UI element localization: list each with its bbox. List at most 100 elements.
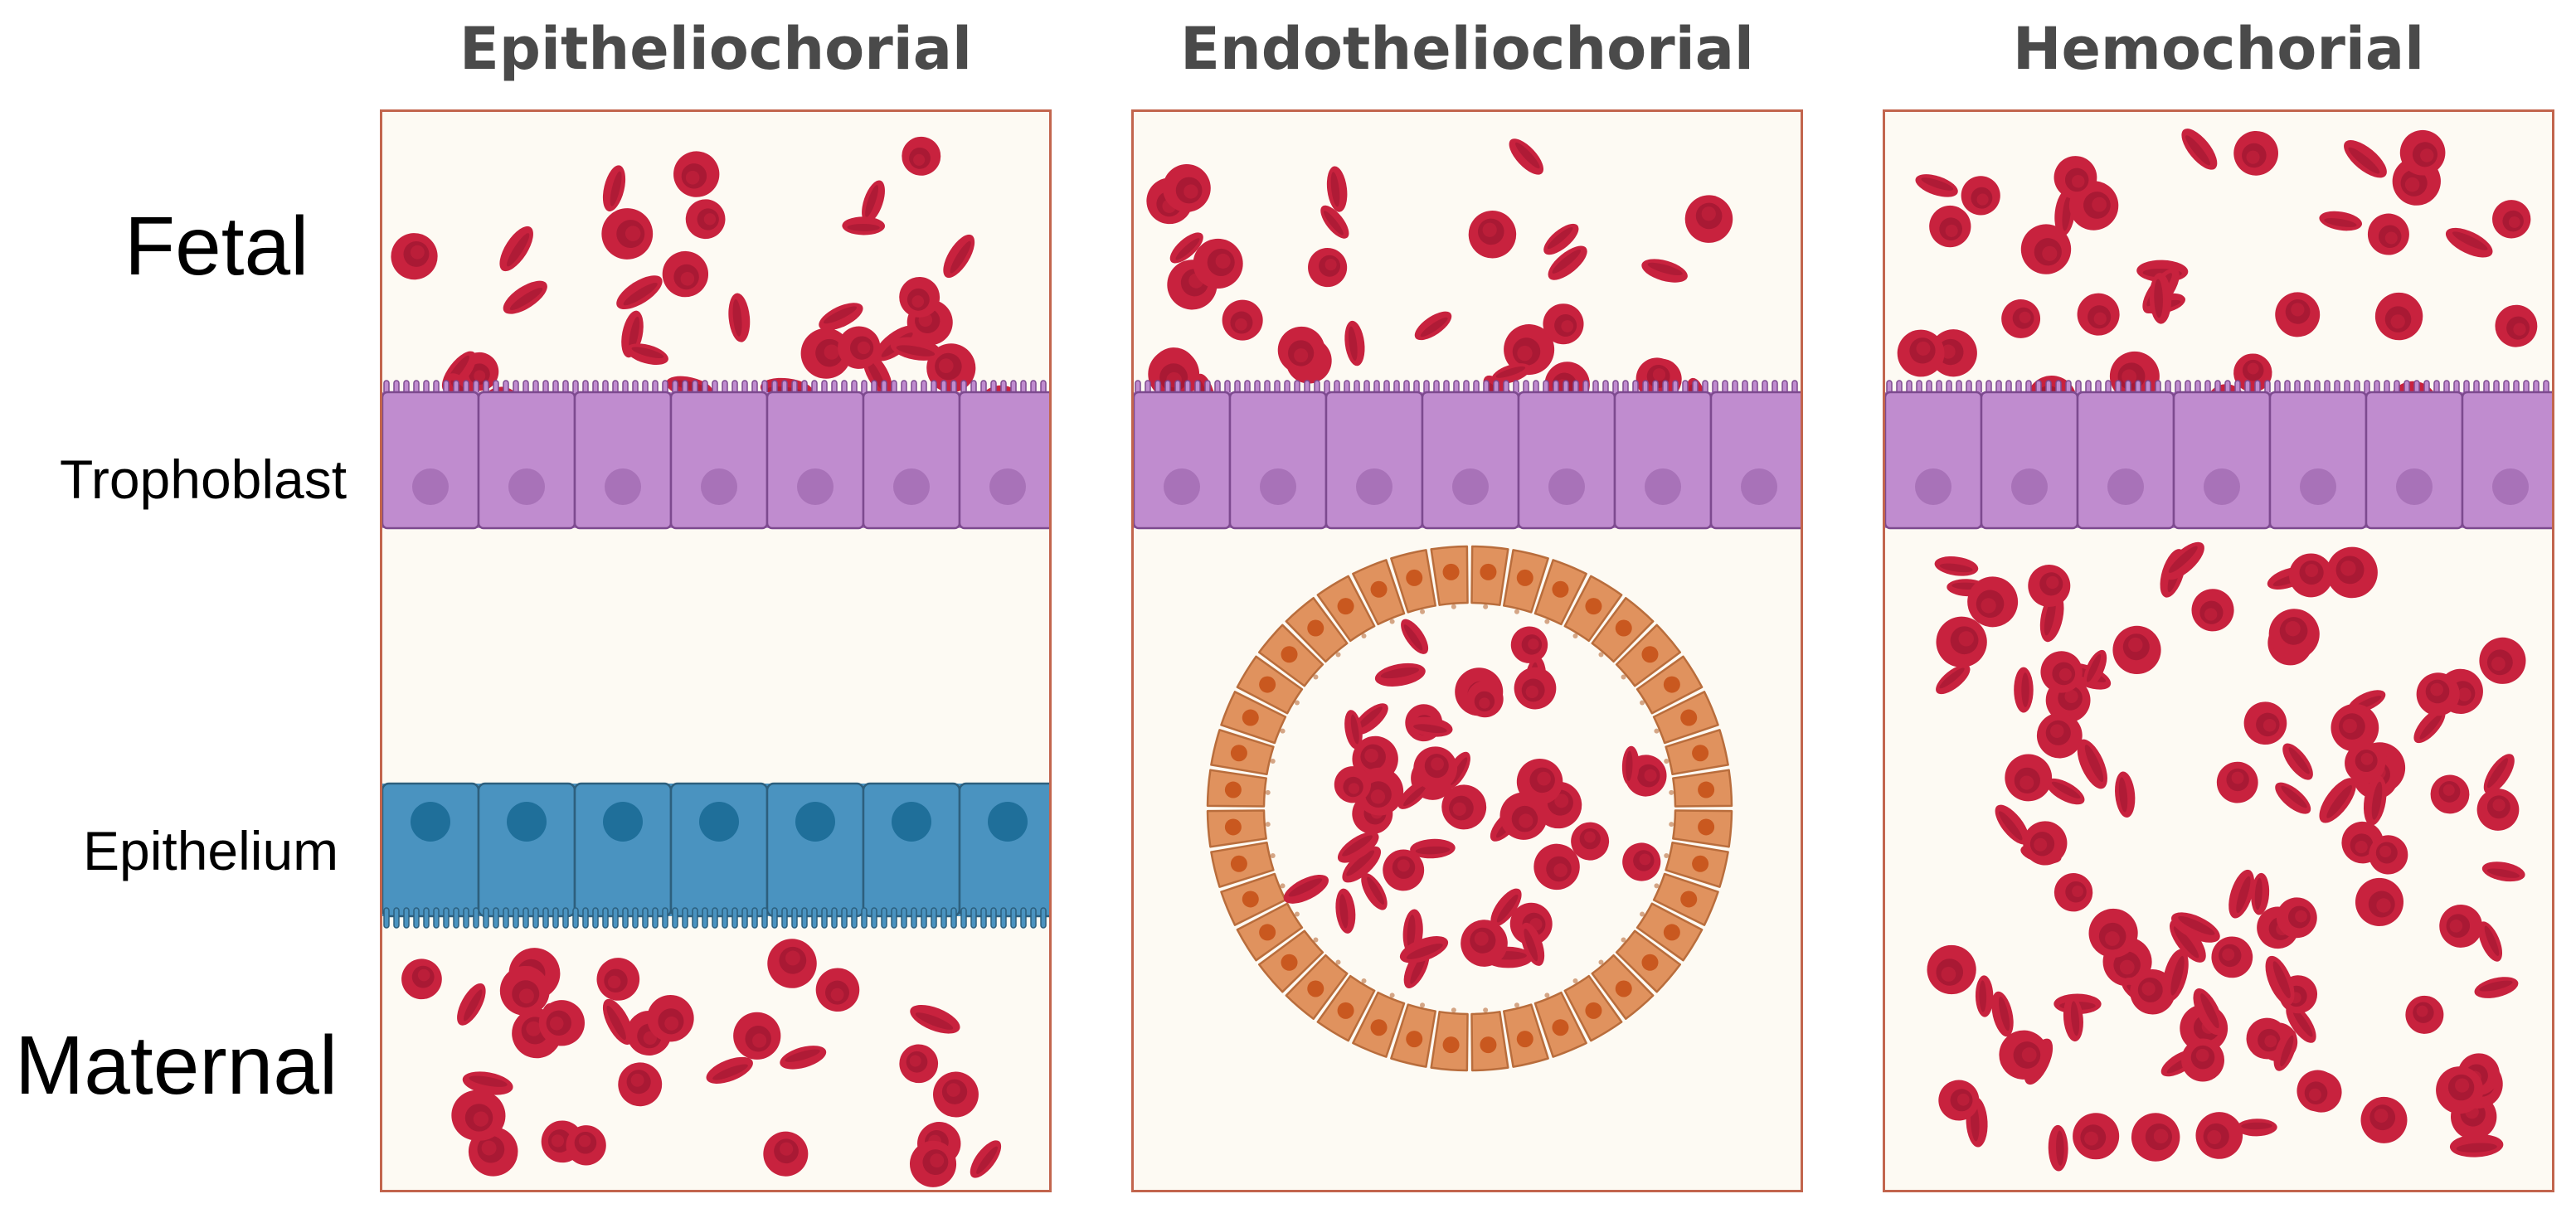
endothelial-cell (1470, 1007, 1509, 1072)
endothelial-cell (1591, 954, 1655, 1021)
red-blood-cell (1468, 211, 1517, 259)
red-blood-cell (1169, 232, 1203, 264)
red-blood-cell (2276, 897, 2317, 939)
red-blood-cell (2036, 712, 2083, 759)
red-blood-cell (499, 966, 550, 1016)
red-blood-cell (2073, 1113, 2120, 1160)
epithelium-cell (958, 782, 1049, 918)
red-blood-cell (2288, 553, 2333, 598)
red-blood-cell (1283, 874, 1329, 904)
red-blood-cell (842, 216, 886, 235)
panel-endotheliochorial (1131, 109, 1803, 1192)
red-blood-cell (2115, 771, 2136, 818)
red-blood-cell (647, 994, 694, 1042)
red-blood-cell (2363, 775, 2387, 826)
red-blood-cell (662, 250, 709, 298)
red-blood-cell (1383, 849, 1425, 891)
epithelium-cell (862, 782, 961, 918)
red-blood-cell (2286, 1003, 2316, 1043)
endothelial-cell (1236, 655, 1304, 715)
red-blood-cell (1326, 166, 1348, 212)
red-blood-cell (2355, 877, 2404, 926)
red-blood-cell (2413, 708, 2446, 744)
red-blood-cell (899, 1044, 939, 1084)
red-blood-cell (457, 983, 486, 1026)
red-blood-cell (2046, 778, 2085, 805)
epithelium-cell (477, 782, 576, 918)
red-blood-cell (2195, 1112, 2243, 1159)
red-blood-cell (1193, 238, 1243, 289)
trophoblast-layer (1885, 380, 2552, 530)
red-blood-cell (767, 939, 817, 988)
red-blood-cell (2297, 1070, 2339, 1112)
red-blood-cell (2181, 129, 2218, 170)
trophoblast-layer (1134, 380, 1801, 530)
endothelial-cell (1502, 549, 1549, 614)
trophoblast-cell (573, 391, 673, 530)
endothelial-cell (1316, 575, 1376, 643)
red-blood-cell (2331, 703, 2379, 752)
red-blood-cell (2233, 130, 2278, 176)
red-blood-cell (1504, 324, 1555, 376)
red-blood-cell (401, 959, 442, 1000)
endothelial-cell (1210, 841, 1276, 888)
red-blood-cell (602, 998, 634, 1045)
red-blood-cell (2483, 754, 2515, 794)
row-label-fetal: Fetal (124, 200, 309, 293)
red-blood-cell (1491, 363, 1531, 385)
red-blood-cell (2063, 996, 2083, 1042)
red-blood-cell (1936, 616, 1987, 667)
red-blood-cell (1510, 626, 1548, 663)
red-blood-cell (1915, 174, 1958, 197)
red-blood-cell (2040, 651, 2083, 693)
red-blood-cell (1335, 888, 1356, 934)
red-blood-cell (2083, 649, 2107, 688)
red-blood-cell (2360, 1096, 2408, 1143)
red-blood-cell (2265, 955, 2295, 1006)
red-blood-cell (1407, 716, 1453, 737)
red-blood-cell (2023, 821, 2068, 866)
trophoblast-cell (1709, 391, 1801, 530)
red-blood-cell (2326, 546, 2378, 599)
endothelial-cell (1236, 902, 1304, 962)
red-blood-cell (1361, 872, 1388, 910)
panel-title-endotheliochorial: Endotheliochorial (1180, 15, 1754, 83)
red-blood-cell (625, 343, 668, 366)
endothelial-cell (1430, 545, 1469, 609)
red-blood-cell (1410, 838, 1456, 859)
red-blood-cell (1466, 680, 1504, 718)
red-blood-cell (1571, 822, 1610, 861)
red-blood-cell (706, 1056, 753, 1084)
red-blood-cell (1516, 758, 1563, 805)
red-blood-cell (2001, 299, 2041, 338)
endothelial-cell (1470, 545, 1509, 609)
red-blood-cell (2445, 227, 2493, 258)
epithelium-layer (382, 782, 1049, 929)
red-blood-cell (2476, 789, 2520, 831)
endothelial-cell (1636, 655, 1704, 715)
red-blood-cell (1991, 991, 2014, 1037)
endothelial-cell (1563, 974, 1623, 1042)
red-blood-cell (2416, 672, 2460, 716)
red-blood-cell (2068, 181, 2119, 231)
epitheliochorial-illustration (382, 136, 1049, 1187)
red-blood-cell (2319, 778, 2356, 823)
panel-title-hemochorial: Hemochorial (2012, 15, 2425, 83)
endothelial-cell (1652, 872, 1719, 926)
red-blood-cell (618, 1062, 663, 1107)
red-blood-cell (2275, 782, 2311, 814)
red-blood-cell (1344, 320, 1365, 366)
epithelium-cell (382, 782, 480, 918)
red-blood-cell (1320, 205, 1349, 239)
endothelial-cell (1652, 691, 1719, 745)
red-blood-cell (2439, 904, 2483, 948)
endothelial-cell (1285, 954, 1349, 1021)
red-blood-cell (2088, 908, 2138, 959)
red-blood-cell (2399, 129, 2446, 176)
red-blood-cell (815, 968, 860, 1012)
red-blood-cell (602, 165, 626, 211)
red-blood-cell (1543, 303, 1584, 345)
red-blood-cell (596, 958, 640, 1001)
trophoblast-cell (766, 391, 865, 530)
red-blood-cell (933, 1071, 979, 1118)
